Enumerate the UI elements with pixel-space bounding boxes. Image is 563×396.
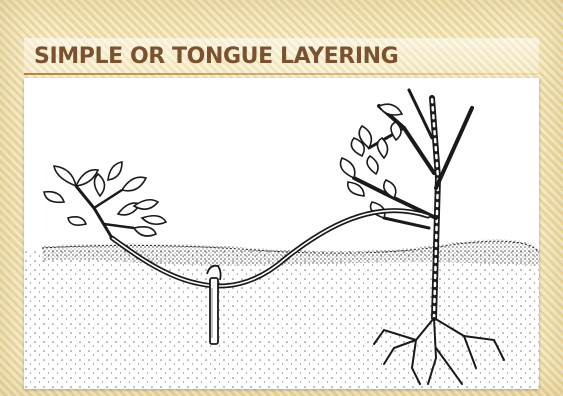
mother-plant-leaves — [341, 104, 403, 218]
new-shoot-leaves — [44, 162, 166, 238]
soil-area — [24, 250, 539, 389]
layering-drawing — [24, 78, 539, 389]
layering-illustration — [24, 78, 539, 389]
title-underline — [24, 73, 539, 75]
slide-title: SIMPLE OR TONGUE LAYERING — [34, 44, 398, 69]
